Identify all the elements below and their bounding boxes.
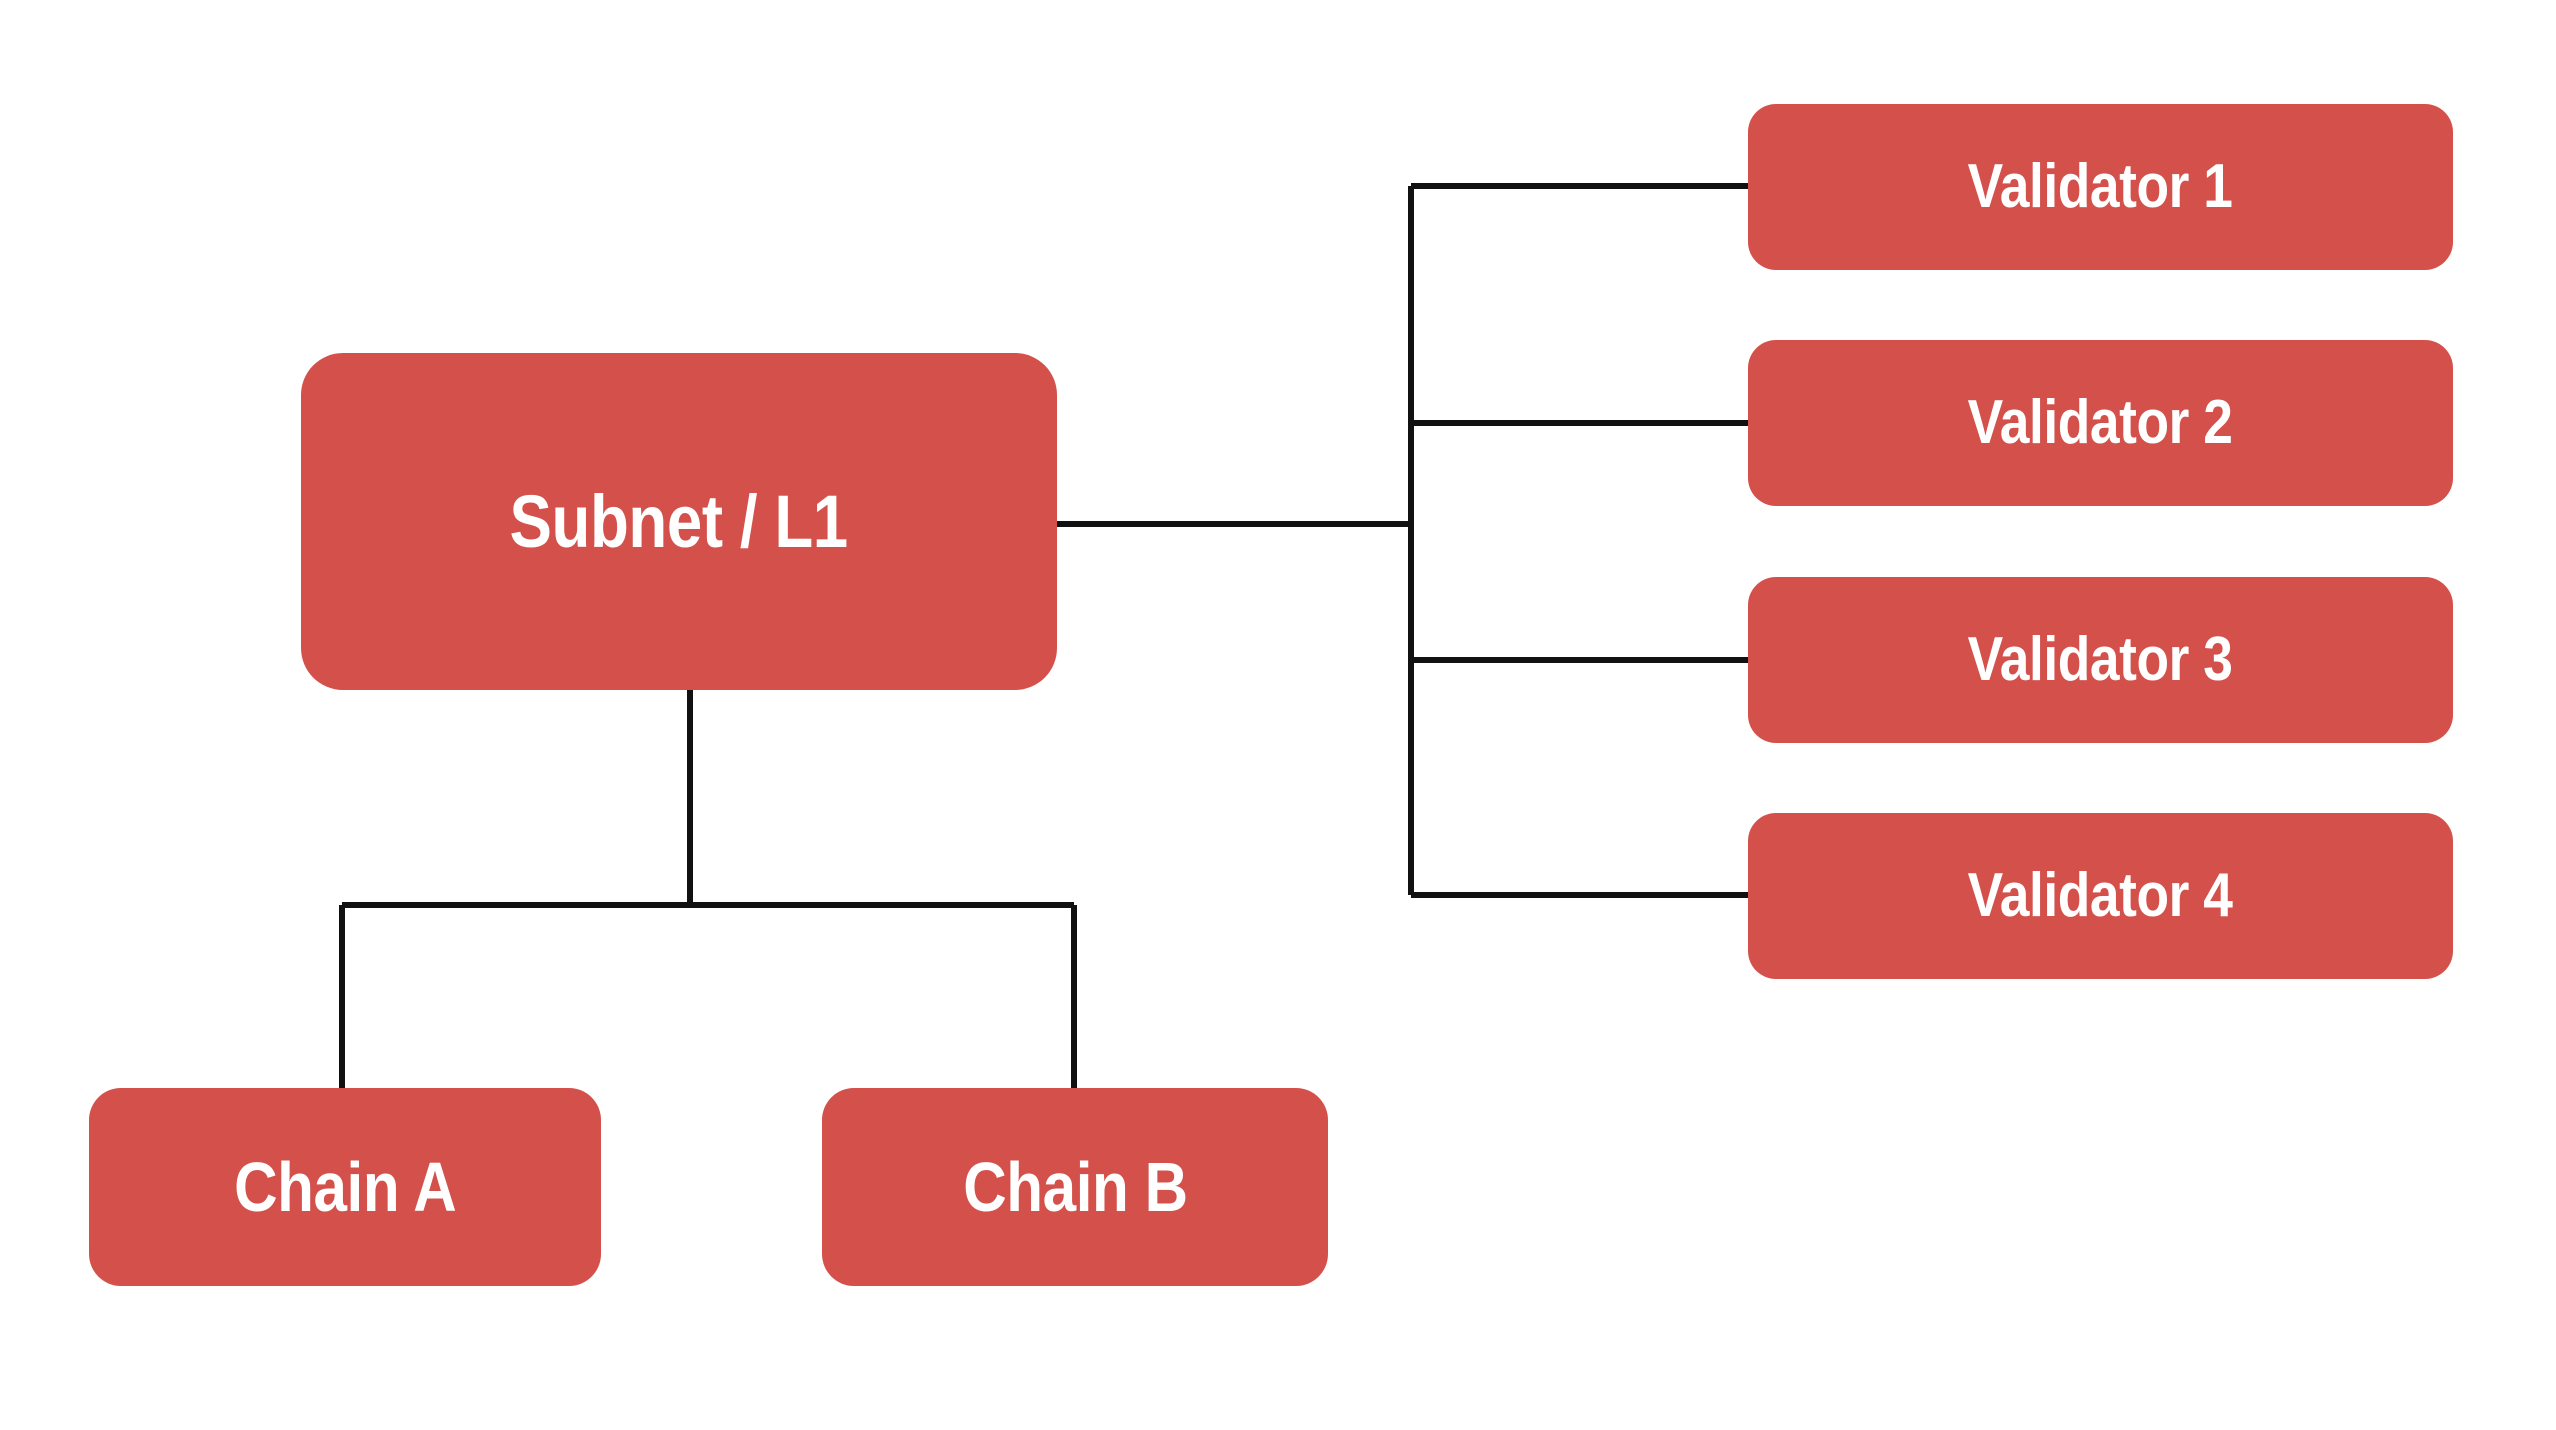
node-chain-a-label: Chain A <box>233 1148 457 1226</box>
node-validator-1[interactable]: Validator 1 <box>1748 104 2453 270</box>
node-validator-4-label: Validator 4 <box>1968 861 2233 930</box>
node-subnet-l1[interactable]: Subnet / L1 <box>301 353 1057 690</box>
node-validator-2[interactable]: Validator 2 <box>1748 340 2453 506</box>
node-validator-4[interactable]: Validator 4 <box>1748 813 2453 979</box>
node-subnet-l1-label: Subnet / L1 <box>509 479 849 563</box>
edge-subnet-to-chain-bus <box>342 690 1074 908</box>
node-validator-1-label: Validator 1 <box>1968 152 2233 221</box>
node-chain-b-label: Chain B <box>962 1148 1188 1226</box>
node-validator-2-label: Validator 2 <box>1968 388 2233 457</box>
edge-subnet-to-validator-trunk <box>1057 186 1414 895</box>
node-validator-3-label: Validator 3 <box>1968 625 2233 694</box>
node-validator-3[interactable]: Validator 3 <box>1748 577 2453 743</box>
node-chain-a[interactable]: Chain A <box>89 1088 601 1286</box>
node-chain-b[interactable]: Chain B <box>822 1088 1328 1286</box>
